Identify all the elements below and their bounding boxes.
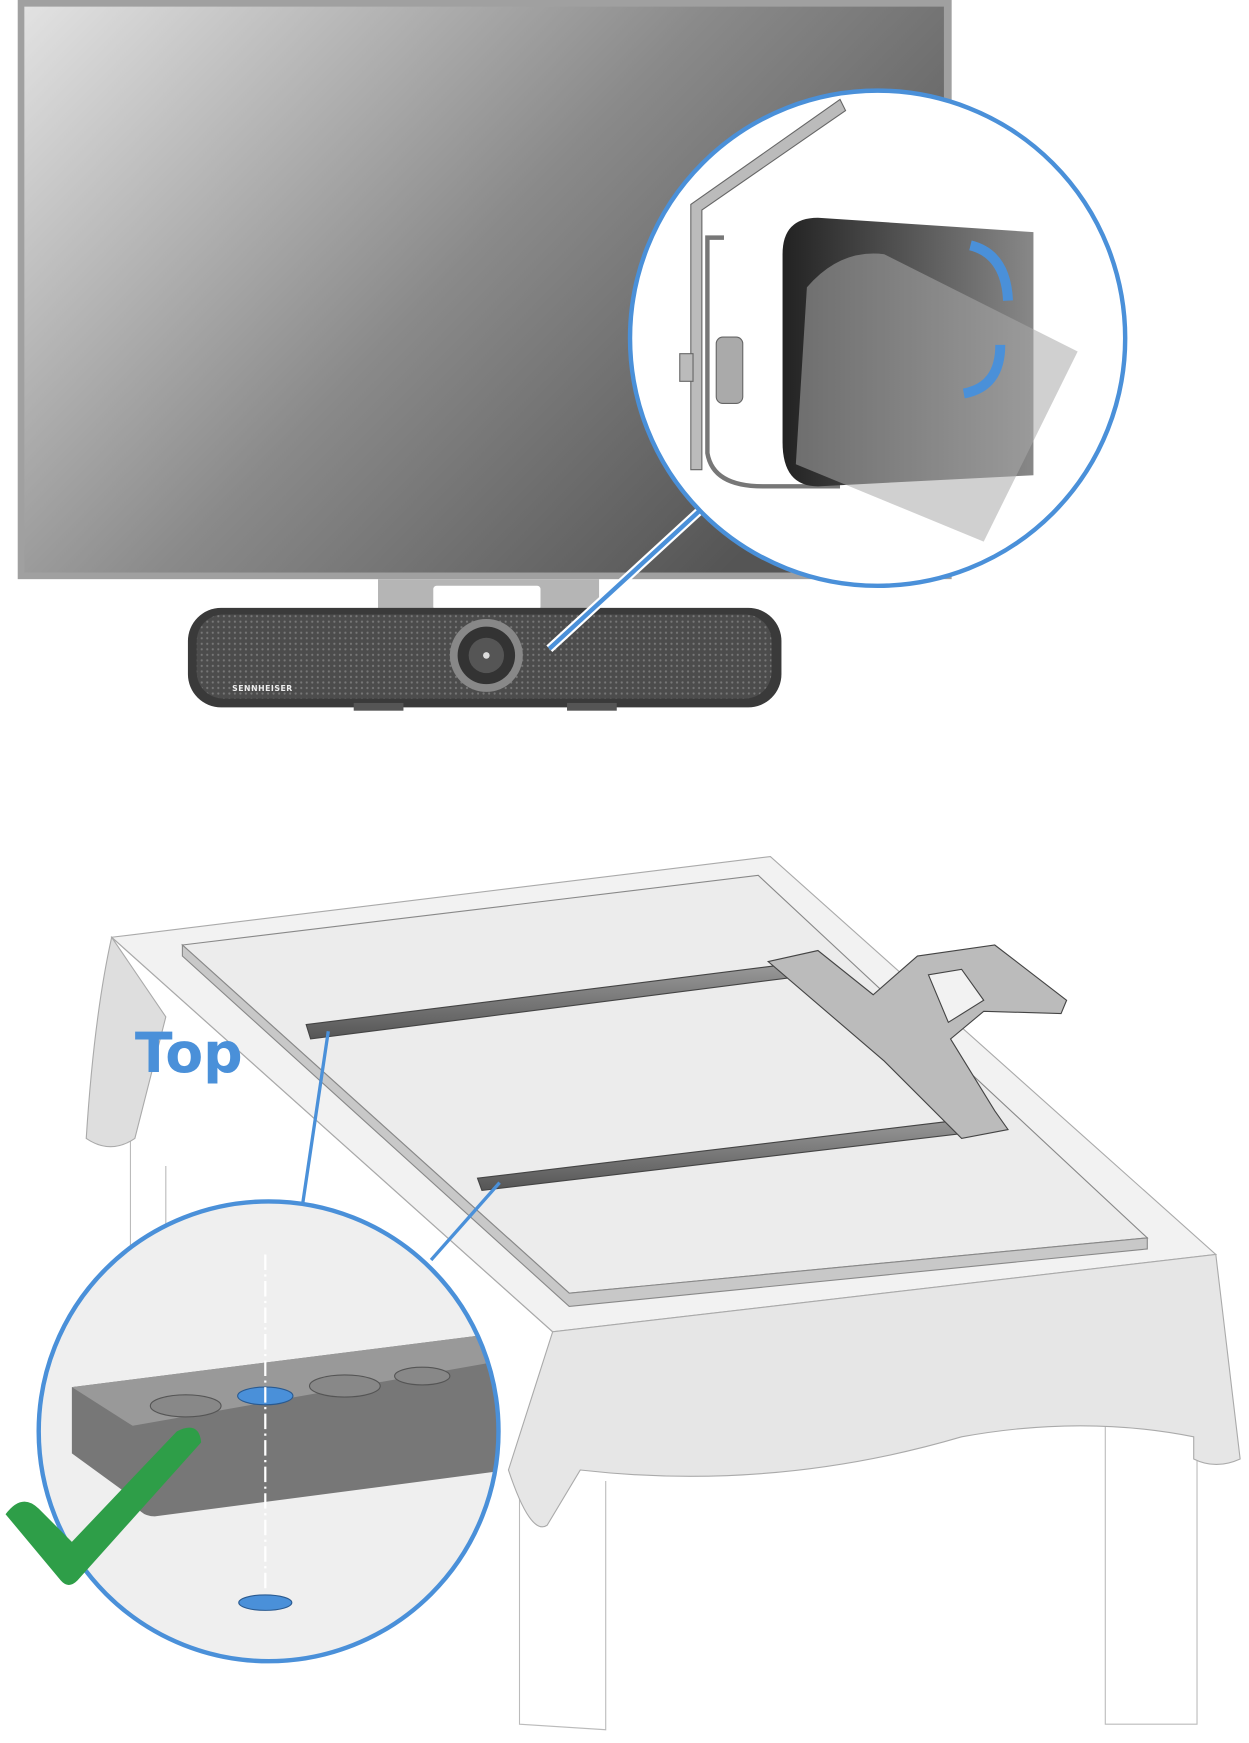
brand-logo: SENNHEISER [232,684,293,693]
detail-zoom-rail-hole [36,1199,501,1664]
callout-line [301,1030,330,1203]
rotate-arrow-icon [962,344,1006,399]
video-bar-device: SENNHEISER [187,607,782,711]
rotate-arrow-icon [968,240,1013,301]
mounting-bracket [766,944,1068,1140]
table-with-cloth [85,855,1241,1731]
top-label: Top [135,1022,243,1086]
checkmark-icon [5,1427,202,1585]
callout-line [429,1181,501,1262]
mounting-rails [305,944,1068,1191]
callout-line [547,510,701,651]
detail-zoom-bracket [627,88,1128,588]
